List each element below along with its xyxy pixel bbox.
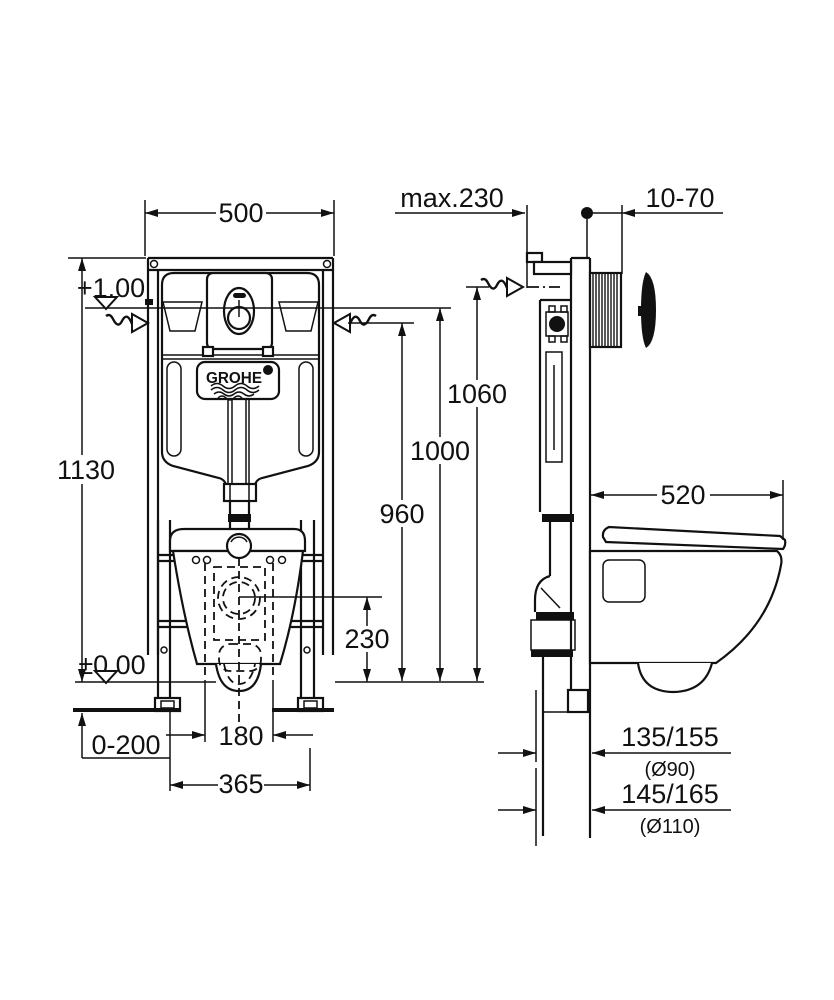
dim-label-135-155: 135/155	[621, 722, 719, 752]
flush-button-small-icon	[233, 293, 246, 298]
wc-bowl-side	[588, 525, 787, 694]
mounting-hole	[265, 555, 275, 565]
registered-mark-icon	[263, 365, 273, 375]
frame-feet	[153, 696, 325, 713]
dim-label-145-165: 145/165	[621, 779, 719, 809]
dim-height-1060: 1060	[446, 286, 510, 681]
dim-floor-buildup: 0-200	[78, 713, 170, 760]
bowl-side-recess	[602, 559, 646, 603]
level-tick	[145, 299, 153, 305]
dim-label-1060: 1060	[447, 379, 507, 409]
wall-surface-arrow-left-icon	[104, 312, 150, 334]
dim-height-1000: 1000	[408, 308, 472, 681]
level-triangle-icon	[94, 296, 118, 310]
dim-label-520: 520	[660, 480, 705, 510]
grohe-logo-text: GROHE	[206, 370, 262, 387]
dim-base-span: 365	[169, 712, 311, 799]
dim-outlet-110: 145/165 (Ø110)	[498, 779, 731, 838]
water-chamber-right	[278, 301, 319, 332]
side-view	[525, 251, 787, 838]
water-valve	[545, 305, 569, 343]
inspection-shaft-side	[588, 271, 623, 349]
wc-seat-lid	[601, 525, 787, 551]
mounting-hole	[202, 555, 212, 565]
grohe-logo: GROHE	[195, 360, 281, 401]
dim-bolt-spacing: 180	[166, 721, 313, 751]
dim-label-dia110: (Ø110)	[640, 816, 701, 838]
wc-bowl-front	[168, 527, 307, 746]
dim-label-365: 365	[218, 769, 263, 799]
dim-label-10-70: 10-70	[645, 183, 714, 213]
dim-label-1130: 1130	[57, 455, 115, 485]
water-level-marker: +1,00	[77, 273, 145, 310]
cistern-side	[530, 298, 590, 836]
wall-bracket	[525, 251, 544, 264]
dim-outlet-90: 135/155 (Ø90)	[498, 690, 731, 846]
dim-depth-max230: max.230	[395, 183, 528, 288]
front-view: GROHE	[73, 256, 484, 746]
flush-button	[222, 286, 256, 336]
dim-label-1000: 1000	[410, 436, 470, 466]
frame-screw-hole-right	[322, 259, 332, 269]
dim-label-180: 180	[218, 721, 263, 751]
frame-screw-hole-left	[149, 259, 159, 269]
dim-outlet-height: 230	[239, 596, 391, 682]
dim-label-230: 230	[344, 624, 389, 654]
dim-wc-depth: 520	[591, 480, 784, 540]
dim-label-floor-buildup: 0-200	[91, 730, 160, 760]
dim-height-960: 960	[348, 322, 427, 681]
floor-level-marker: ±0,00	[78, 650, 146, 684]
dim-label-500: 500	[218, 198, 263, 228]
dim-label-960: 960	[379, 499, 424, 529]
inspection-shaft	[201, 271, 275, 358]
actuation-plate-side	[641, 272, 656, 348]
grohe-wave-icon	[210, 382, 260, 390]
mounting-hole	[191, 555, 201, 565]
dim-label-dia90: (Ø90)	[644, 759, 695, 781]
mounting-hole	[277, 555, 287, 565]
dim-wall-finish: 10-70	[581, 183, 723, 274]
dim-label-max230: max.230	[400, 183, 504, 213]
rail-foot-side	[566, 688, 590, 714]
water-chamber-left	[162, 301, 203, 332]
dim-width-500: 500	[144, 198, 335, 256]
dim-height-1130: 1130	[57, 257, 146, 682]
